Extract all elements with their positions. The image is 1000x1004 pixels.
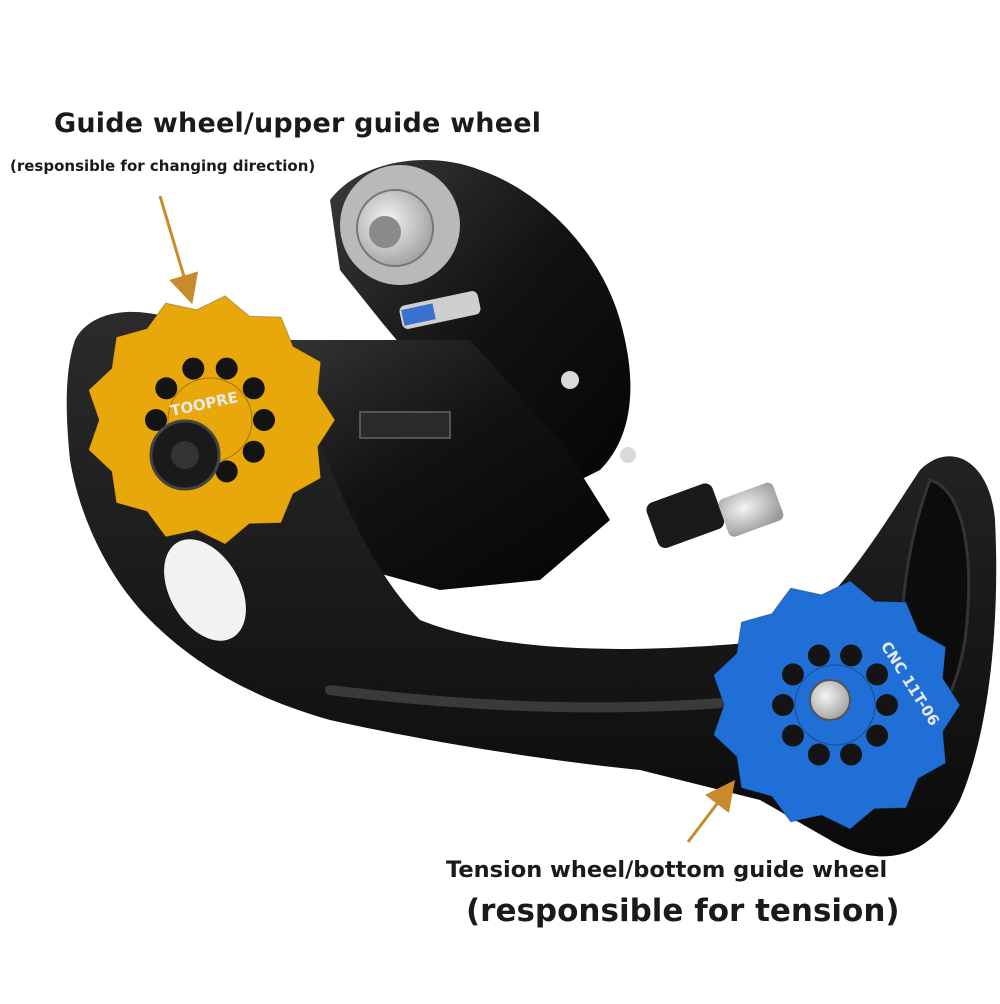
pivot-pin-icon xyxy=(561,371,579,389)
pulley-spoke-hole xyxy=(253,409,275,431)
lower-wheel-title: Tension wheel/bottom guide wheel xyxy=(446,857,888,883)
pulley-spoke-hole xyxy=(840,644,863,667)
upper-wheel-subtitle: (responsible for changing direction) xyxy=(10,157,316,175)
cage-window xyxy=(164,539,246,641)
spring-icon xyxy=(359,411,451,439)
b-tension-screw-thread xyxy=(401,303,436,326)
pulley-spoke-hole xyxy=(145,409,167,431)
pulley-spoke-hole xyxy=(215,357,238,380)
lower-pointer-arrow xyxy=(686,780,736,843)
pulley-spoke-hole xyxy=(866,663,889,686)
cable-adjuster-barrel xyxy=(646,483,725,548)
cable-adjuster-bolt-icon xyxy=(718,482,784,537)
pulley-spoke-hole xyxy=(215,460,238,483)
upper-pointer-arrow xyxy=(158,195,199,305)
cage-groove xyxy=(325,685,765,713)
pulley-spoke-hole xyxy=(772,694,794,716)
pulley-spoke-hole xyxy=(242,440,265,463)
lower-pulley-bolt xyxy=(809,679,851,721)
lower-wheel-subtitle: (responsible for tension) xyxy=(466,893,900,929)
pulley-spoke-hole xyxy=(840,743,863,766)
pivot-pin-icon xyxy=(620,447,636,463)
pulley-spoke-hole xyxy=(182,357,205,380)
pulley-spoke-hole xyxy=(242,377,265,400)
upper-wheel-title: Guide wheel/upper guide wheel xyxy=(54,108,542,139)
pulley-spoke-hole xyxy=(781,724,804,747)
upper-pulley-bolt-hex xyxy=(171,441,199,469)
mount-bolt-hex xyxy=(369,216,401,248)
pulley-spoke-hole xyxy=(155,377,178,400)
pulley-spoke-hole xyxy=(876,694,898,716)
pulley-spoke-hole xyxy=(781,663,804,686)
pulley-spoke-hole xyxy=(807,644,830,667)
pulley-spoke-hole xyxy=(807,743,830,766)
pulley-spoke-hole xyxy=(866,724,889,747)
